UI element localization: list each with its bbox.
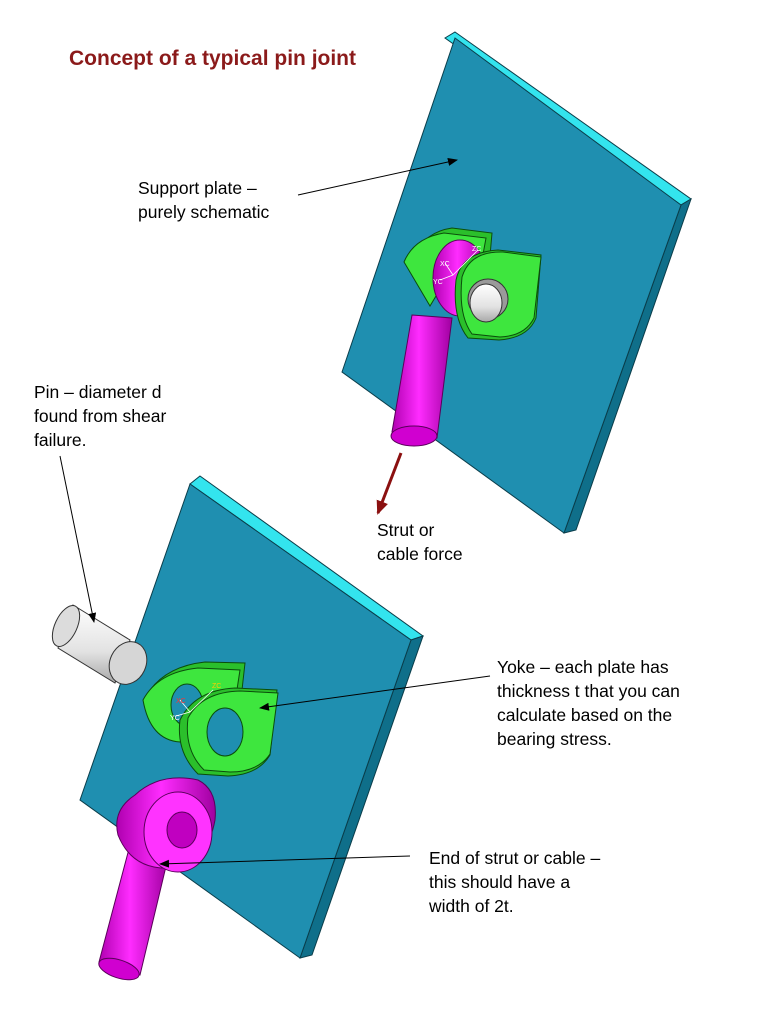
page-title: Concept of a typical pin joint (69, 47, 357, 70)
axis-xc-label: XC (440, 261, 450, 268)
yoke-front-bottom (178, 687, 279, 777)
axis-yc-label: YC (433, 279, 443, 286)
axis-zc-label: ZC (472, 246, 481, 253)
support-plate-label-line: purely schematic (138, 202, 270, 222)
assembled-joint: ZC XC YC (341, 31, 692, 534)
axis-yc-label: YC (170, 715, 180, 722)
axis-triad-bottom: ZC XC YC (170, 683, 221, 722)
pin-label: Pin – diameter d found from shear failur… (34, 380, 166, 452)
pin-label-line: failure. (34, 430, 87, 450)
axis-zc-label: ZC (212, 683, 221, 690)
support-plate-label-line: Support plate – (138, 178, 257, 198)
strut-end-label: End of strut or cable – this should have… (429, 846, 600, 918)
strut-end-label-line: width of 2t. (429, 896, 514, 916)
strut-eye-hole (166, 811, 198, 849)
strut-force-label-line: Strut or (377, 520, 435, 540)
yoke-label: Yoke – each plate has thickness t that y… (497, 655, 680, 751)
strut-bottom (98, 777, 216, 981)
strut-force-arrow (376, 452, 403, 515)
axis-xc-label: XC (176, 698, 186, 705)
pin-arrow (59, 455, 97, 623)
strut-top (390, 314, 453, 447)
strut-shaft-end (98, 957, 140, 981)
support-plate-arrow (297, 158, 458, 196)
yoke-label-line: calculate based on the (497, 705, 673, 725)
strut-end-arrow (159, 855, 411, 868)
yoke-label-line: bearing stress. (497, 729, 612, 749)
pin-label-line: found from shear (34, 406, 167, 426)
yoke-label-line: Yoke – each plate has (497, 657, 669, 677)
exploded-joint: ZC XC YC (51, 475, 425, 981)
pin-installed (467, 278, 509, 323)
support-plate-label: Support plate – purely schematic (138, 176, 269, 224)
strut-end-label-line: this should have a (429, 872, 571, 892)
pin-label-line: Pin – diameter d (34, 382, 162, 402)
strut-force-label: Strut or cable force (377, 518, 463, 566)
strut-force-label-line: cable force (377, 544, 463, 564)
strut-end-label-line: End of strut or cable – (429, 848, 601, 868)
callout-arrows (59, 158, 491, 868)
strut-shaft-end (390, 425, 438, 447)
pin-exploded (51, 604, 148, 685)
yoke-label-line: thickness t that you can (497, 681, 680, 701)
axis-triad-top: ZC XC YC (433, 246, 481, 286)
yoke-arrow (259, 675, 491, 711)
